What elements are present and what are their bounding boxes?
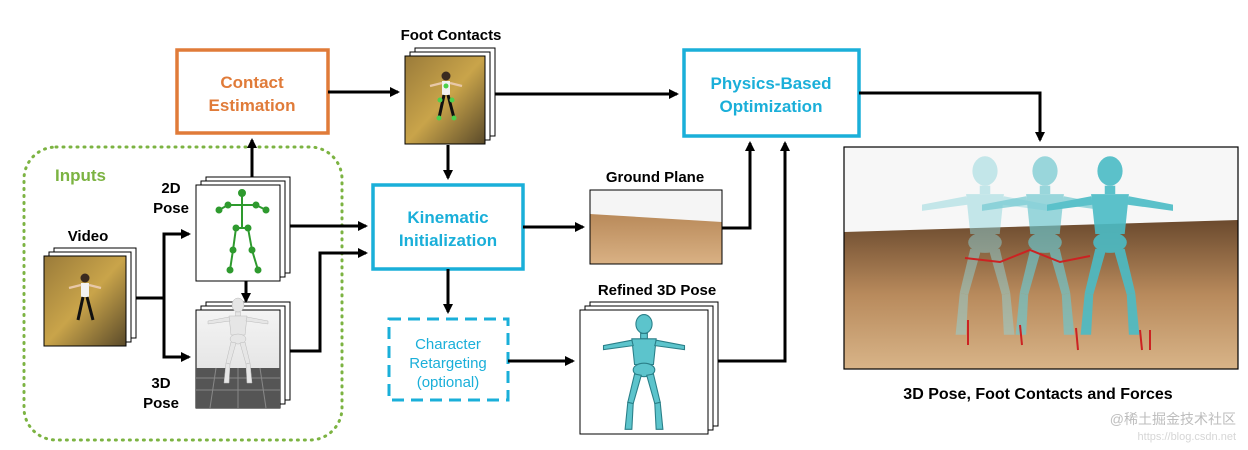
retargeting-line1: Character [415, 336, 481, 353]
watermark-text: @稀土掘金技术社区 [1110, 411, 1236, 427]
pose2d-label-line2: Pose [153, 200, 189, 217]
retargeting-line3: (optional) [417, 374, 480, 391]
physics-opt-line2: Optimization [720, 97, 823, 116]
pose3d-label-line1: 3D [151, 375, 170, 392]
contact-estimation-box [175, 48, 330, 135]
foot-contacts-frames [404, 47, 496, 145]
contact-estimation-line1: Contact [220, 73, 284, 92]
video-frames [43, 247, 137, 347]
inputs-group-border [22, 145, 344, 442]
output-image [843, 146, 1239, 370]
pose2d-label-line1: 2D [161, 180, 180, 197]
refined-pose-frames [579, 301, 719, 435]
ground-plane-label: Ground Plane [606, 169, 704, 186]
pose3d-label-line2: Pose [143, 395, 179, 412]
skeleton-icon [215, 189, 270, 274]
watermark-url: https://blog.csdn.net [1138, 431, 1236, 443]
physics-opt-line1: Physics-Based [711, 74, 832, 93]
kinematic-init-line2: Initialization [399, 231, 497, 250]
inputs-title: Inputs [55, 166, 106, 185]
physics-opt-box [682, 48, 861, 138]
foot-contacts-label: Foot Contacts [401, 27, 502, 44]
output-caption: 3D Pose, Foot Contacts and Forces [903, 386, 1172, 403]
refined-pose-label: Refined 3D Pose [598, 282, 716, 299]
arrow-icon [136, 87, 1045, 366]
retargeting-line2: Retargeting [409, 355, 487, 372]
kinematic-init-line1: Kinematic [407, 208, 488, 227]
kinematic-init-box [371, 183, 525, 271]
pose2d-frames [195, 176, 291, 282]
contact-estimation-line2: Estimation [209, 96, 296, 115]
ground-plane-image [589, 189, 723, 265]
pose3d-frames [195, 297, 291, 409]
video-label: Video [68, 228, 109, 245]
